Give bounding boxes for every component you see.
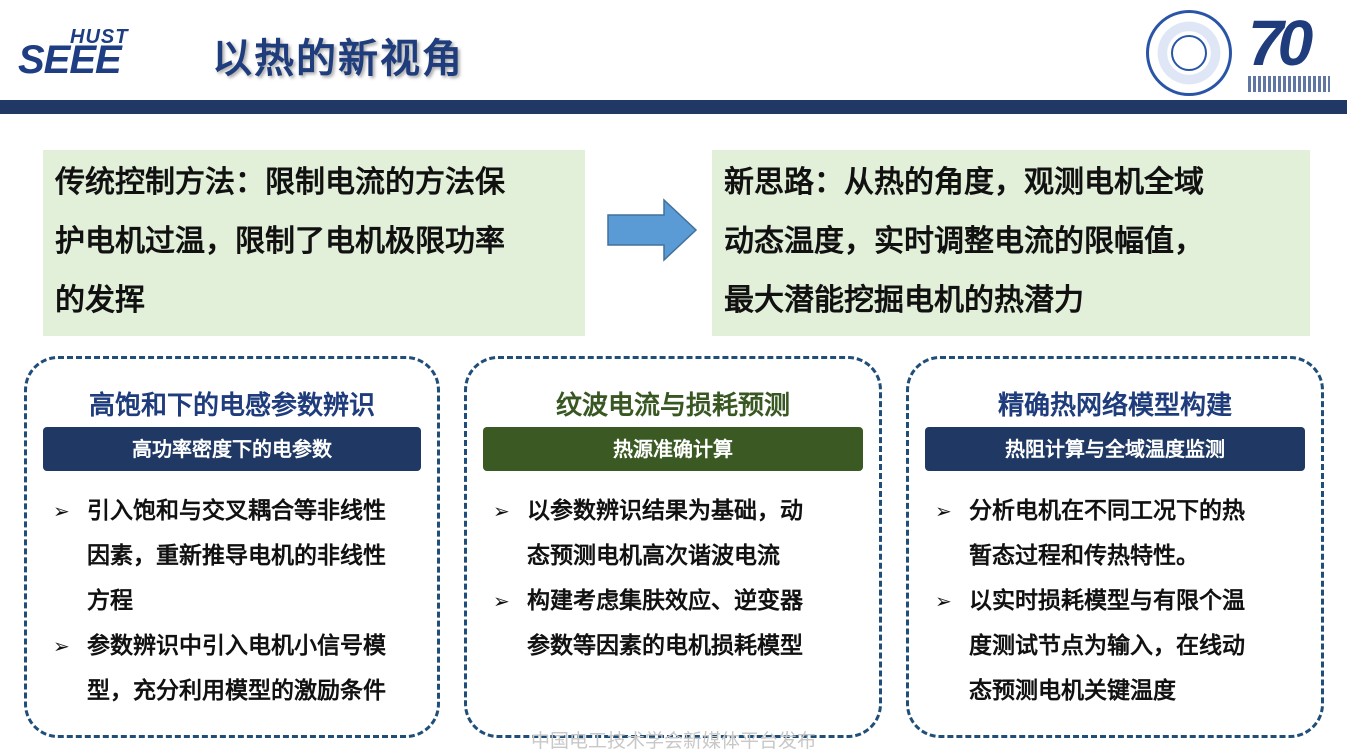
new-idea-line: 最大潜能挖掘电机的热潜力 bbox=[724, 283, 1084, 318]
bullet-item: 方程 bbox=[87, 588, 133, 614]
card-thermal-network-model: 精确热网络模型构建 热阻计算与全域温度监测 ➢分析电机在不同工况下的热 暂态过程… bbox=[906, 356, 1324, 738]
arrow-bullet-icon: ➢ bbox=[493, 589, 510, 613]
card-title: 精确热网络模型构建 bbox=[997, 391, 1232, 421]
bullet-item: 参数等因素的电机损耗模型 bbox=[527, 633, 803, 659]
bullet-item: ➢以实时损耗模型与有限个温 bbox=[935, 579, 1307, 624]
new-idea-line: 动态温度，实时调整电流的限幅值， bbox=[724, 224, 1204, 259]
new-idea-panel: 新思路：从热的角度，观测电机全域 动态温度，实时调整电流的限幅值， 最大潜能挖掘… bbox=[712, 150, 1310, 336]
anniversary-70-logo: 70 bbox=[1248, 7, 1313, 79]
card-banner: 热阻计算与全域温度监测 bbox=[925, 427, 1305, 471]
traditional-method-panel: 传统控制方法：限制电流的方法保 护电机过温，限制了电机极限功率 的发挥 bbox=[43, 150, 585, 336]
seee-logo: SEEE bbox=[18, 38, 122, 82]
bullet-item: ➢构建考虑集肤效应、逆变器 bbox=[493, 579, 865, 624]
card-banner: 高功率密度下的电参数 bbox=[43, 427, 421, 471]
anniversary-caption-graphic bbox=[1248, 76, 1330, 92]
bullet-item: 型，充分利用模型的激励条件 bbox=[87, 678, 386, 704]
traditional-line: 的发挥 bbox=[55, 283, 145, 318]
arrow-bullet-icon: ➢ bbox=[935, 589, 952, 613]
arrow-bullet-icon: ➢ bbox=[493, 499, 510, 523]
bullet-item: ➢引入饱和与交叉耦合等非线性 bbox=[53, 489, 423, 534]
bullet-item: 态预测电机关键温度 bbox=[969, 678, 1176, 704]
page-title: 以热的新视角 bbox=[212, 36, 464, 82]
watermark: 中国电工技术学会新媒体平台发布 bbox=[530, 730, 816, 751]
bullet-list: ➢引入饱和与交叉耦合等非线性 因素，重新推导电机的非线性 方程 ➢参数辨识中引入… bbox=[53, 489, 423, 714]
bullet-item: 暂态过程和传热特性。 bbox=[969, 543, 1199, 569]
new-idea-line: 新思路：从热的角度，观测电机全域 bbox=[724, 165, 1204, 200]
bullet-item: 态预测电机高次谐波电流 bbox=[527, 543, 780, 569]
card-title: 纹波电流与损耗预测 bbox=[555, 391, 790, 421]
right-arrow-icon bbox=[607, 198, 698, 262]
card-ripple-loss-prediction: 纹波电流与损耗预测 热源准确计算 ➢以参数辨识结果为基础，动 态预测电机高次谐波… bbox=[464, 356, 882, 738]
traditional-line: 传统控制方法：限制电流的方法保 bbox=[55, 165, 505, 200]
card-inductance-identification: 高饱和下的电感参数辨识 高功率密度下的电参数 ➢引入饱和与交叉耦合等非线性 因素… bbox=[24, 356, 440, 738]
bullet-item: ➢分析电机在不同工况下的热 bbox=[935, 489, 1307, 534]
bullet-item: 度测试节点为输入，在线动 bbox=[969, 633, 1245, 659]
traditional-line: 护电机过温，限制了电机极限功率 bbox=[55, 224, 505, 259]
arrow-bullet-icon: ➢ bbox=[53, 499, 70, 523]
header-divider bbox=[0, 100, 1347, 114]
hust-logo-text: HUST bbox=[70, 26, 129, 48]
bullet-list: ➢以参数辨识结果为基础，动 态预测电机高次谐波电流 ➢构建考虑集肤效应、逆变器 … bbox=[493, 489, 865, 669]
arrow-bullet-icon: ➢ bbox=[935, 499, 952, 523]
bullet-list: ➢分析电机在不同工况下的热 暂态过程和传热特性。 ➢以实时损耗模型与有限个温 度… bbox=[935, 489, 1307, 714]
bullet-item: ➢参数辨识中引入电机小信号模 bbox=[53, 624, 423, 669]
header: HUST SEEE 以热的新视角 70 bbox=[0, 0, 1347, 100]
bullet-item: ➢以参数辨识结果为基础，动 bbox=[493, 489, 865, 534]
arrow-bullet-icon: ➢ bbox=[53, 634, 70, 658]
university-seal-icon bbox=[1146, 10, 1232, 96]
card-title: 高饱和下的电感参数辨识 bbox=[88, 391, 375, 421]
bullet-item: 因素，重新推导电机的非线性 bbox=[87, 543, 386, 569]
card-banner: 热源准确计算 bbox=[483, 427, 863, 471]
